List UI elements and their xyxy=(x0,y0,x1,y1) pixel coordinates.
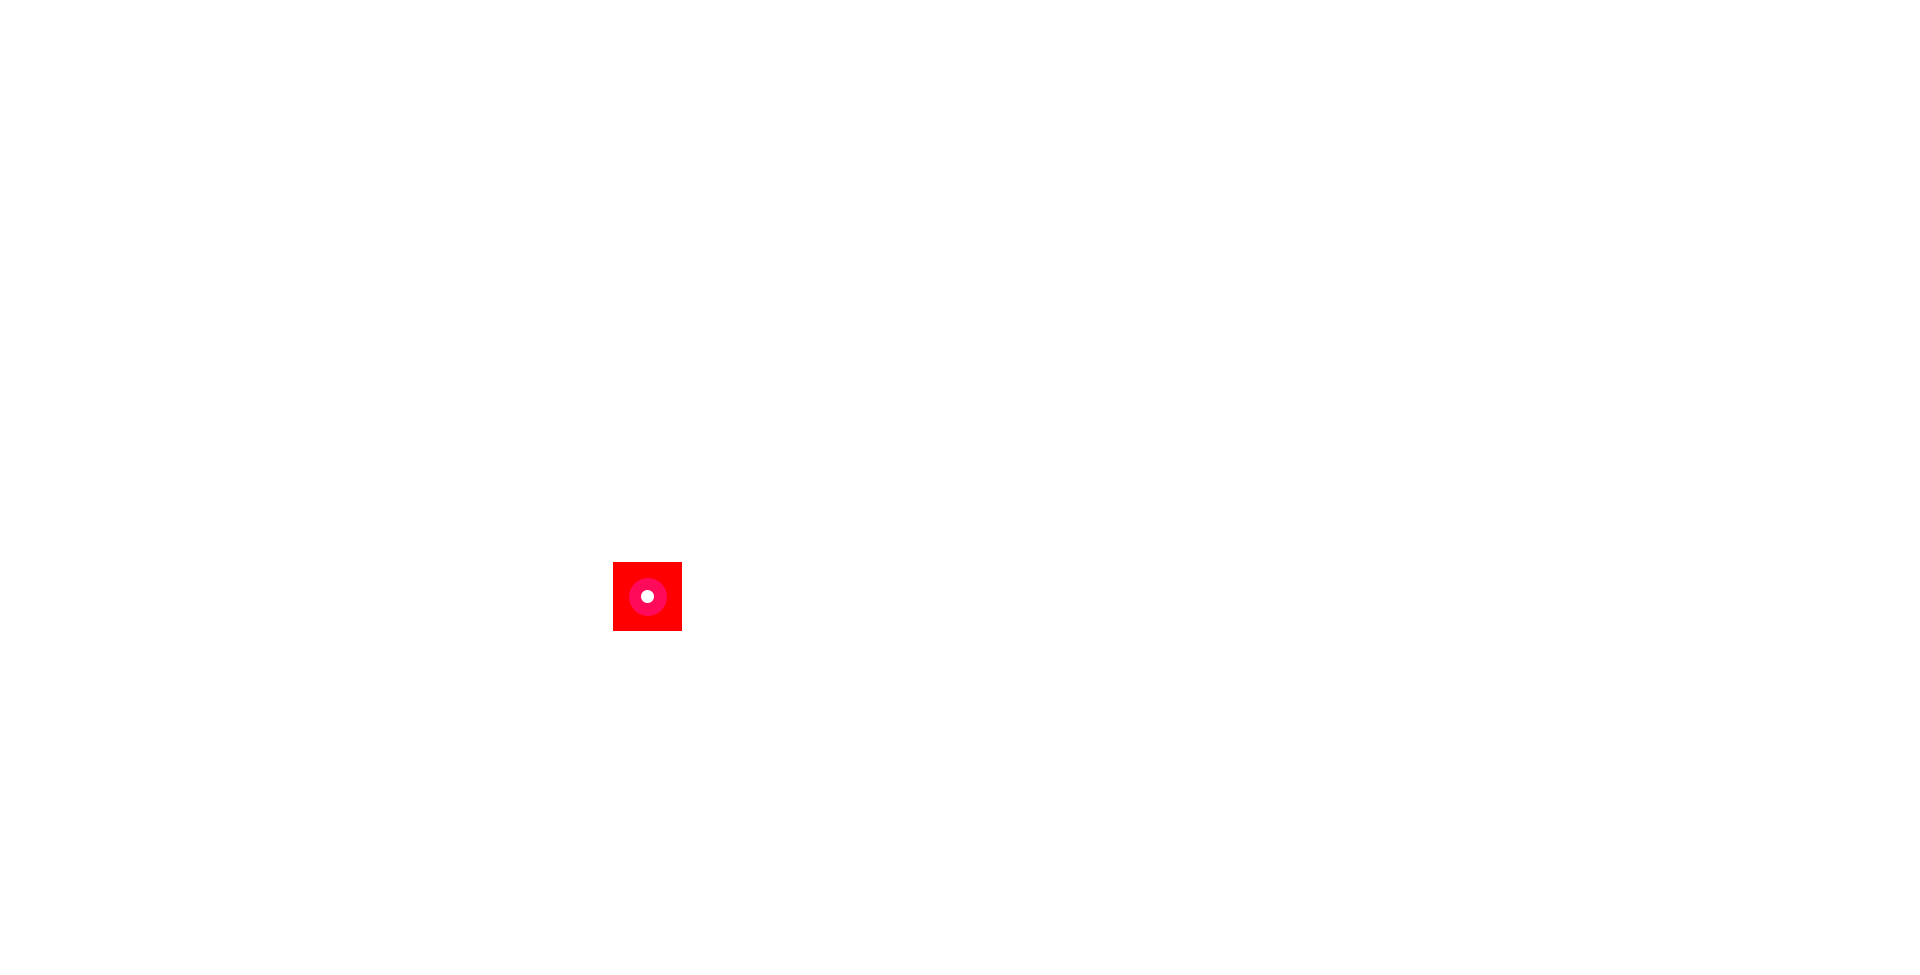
click-marker xyxy=(613,562,682,631)
marker-dot xyxy=(641,590,654,603)
marker-ring xyxy=(628,577,667,616)
